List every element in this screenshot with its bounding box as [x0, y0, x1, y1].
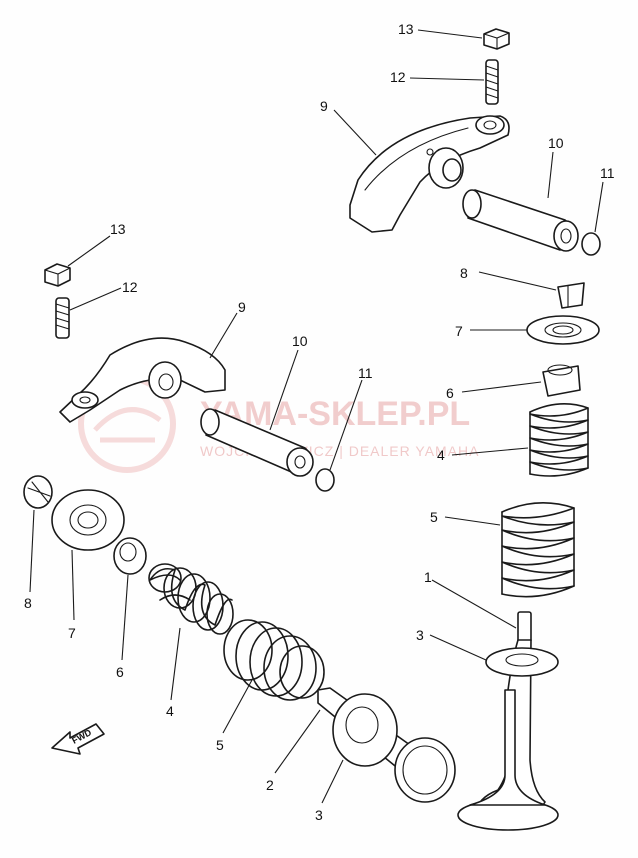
label-12-lower: 12 — [122, 279, 138, 295]
label-6-upper: 6 — [446, 385, 454, 401]
part-12-adjuster-screw-lower — [55, 297, 70, 339]
label-11-lower: 11 — [358, 365, 373, 381]
label-13-lower: 13 — [110, 221, 126, 237]
part-4-inner-spring-upper — [529, 403, 589, 477]
part-11-o-ring-lower — [315, 468, 335, 492]
part-3-valve-seat-upper — [485, 647, 559, 677]
label-10-upper: 10 — [548, 135, 564, 151]
label-9-upper: 9 — [320, 98, 328, 114]
label-4-lower: 4 — [166, 703, 174, 719]
part-8-valve-cotter-upper — [557, 282, 585, 309]
part-5-outer-spring-lower — [223, 619, 325, 701]
part-7-spring-retainer-lower — [51, 489, 125, 551]
part-1-intake-valve — [457, 611, 559, 831]
part-10-rocker-shaft-upper — [462, 189, 579, 252]
part-11-o-ring-upper — [581, 232, 601, 256]
label-6-lower: 6 — [116, 664, 124, 680]
label-4-upper: 4 — [437, 447, 445, 463]
forward-direction-arrow: FWD — [51, 723, 105, 755]
label-12-upper: 12 — [390, 69, 406, 85]
part-3-valve-seat-lower — [332, 693, 398, 767]
label-3-lower: 3 — [315, 807, 323, 823]
label-9-lower: 9 — [238, 299, 246, 315]
label-3-upper: 3 — [416, 627, 424, 643]
part-4-inner-spring-lower — [148, 563, 234, 635]
label-11-upper: 11 — [600, 165, 615, 181]
label-8-lower: 8 — [24, 595, 32, 611]
label-5-upper: 5 — [430, 509, 438, 525]
part-7-spring-retainer-upper — [526, 315, 600, 345]
part-6-valve-stem-seal-upper — [542, 364, 581, 397]
label-7-upper: 7 — [455, 323, 463, 339]
leader-lines — [29, 29, 604, 804]
label-5-lower: 5 — [216, 737, 224, 753]
part-6-valve-stem-seal-lower — [113, 537, 147, 575]
label-8-upper: 8 — [460, 265, 468, 281]
part-13-nut-upper — [483, 28, 510, 50]
label-13-upper: 13 — [398, 21, 414, 37]
label-10-lower: 10 — [292, 333, 308, 349]
part-5-outer-spring-upper — [501, 502, 575, 598]
label-2: 2 — [266, 777, 274, 793]
part-13-nut-lower — [44, 263, 71, 287]
label-7-lower: 7 — [68, 625, 76, 641]
part-10-rocker-shaft-lower — [200, 408, 314, 477]
part-9-rocker-arm-lower — [59, 337, 226, 423]
label-1: 1 — [424, 569, 432, 585]
part-9-rocker-arm-upper — [349, 115, 510, 233]
part-12-adjuster-screw-upper — [485, 59, 499, 105]
part-8-valve-cotter-lower — [23, 475, 53, 509]
part-number-labels: 13 12 9 10 11 8 7 6 4 5 1 3 13 12 9 10 1… — [24, 21, 615, 823]
